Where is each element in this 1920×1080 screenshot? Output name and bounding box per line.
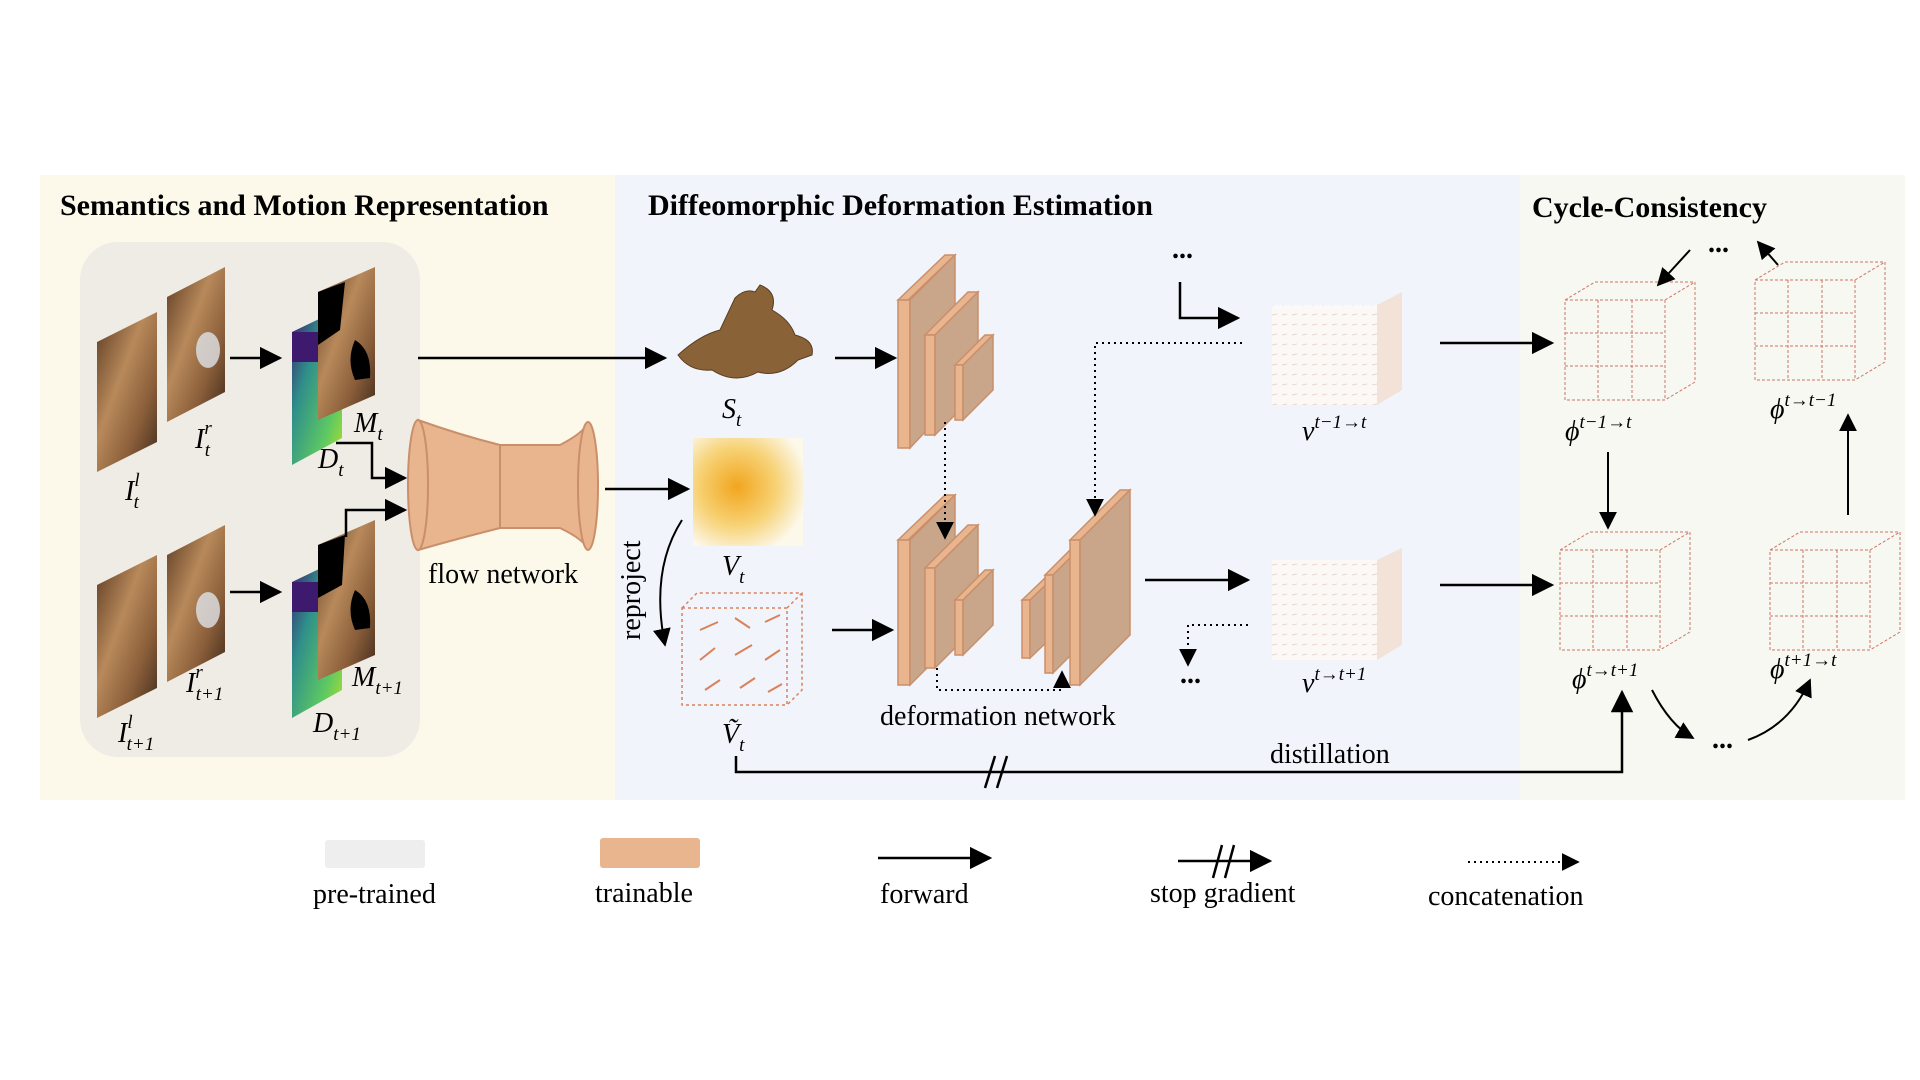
velocity-field-next <box>1272 548 1402 660</box>
deformation-grid-next <box>1559 531 1691 651</box>
distillation-arrow <box>734 689 1634 774</box>
stereo-pair-t1 <box>97 525 225 718</box>
deformation-grid-prev <box>1564 281 1696 401</box>
flow-network-label: flow network <box>428 559 578 590</box>
reproject-label: reproject <box>616 540 647 640</box>
concat-prev-velocity-link <box>1086 342 1242 517</box>
cycle-title: Cycle-Consistency <box>1532 191 1767 224</box>
flow-field-vt <box>693 438 803 546</box>
deformation-network-label: deformation network <box>880 701 1116 732</box>
label-st: St <box>722 394 742 431</box>
legend-pretrained-label: pre-trained <box>313 879 436 910</box>
arrow-cycle-top-left <box>1656 249 1691 287</box>
ellipsis-cycle-top: ... <box>1708 228 1729 259</box>
label-vt: Vt <box>722 551 745 588</box>
right-image-t <box>167 267 225 422</box>
arrow-depth-t1-to-flow <box>344 498 408 537</box>
ellipsis-bottom: ... <box>1180 659 1201 690</box>
distillation-label: distillation <box>1270 739 1390 770</box>
label-velocity-next: vt→t+1 <box>1302 664 1366 699</box>
arrow-cycle-bottom-left <box>1651 689 1695 739</box>
legend-trainable-swatch <box>600 838 700 868</box>
label-phi-back-next: ϕt+1→t <box>1770 650 1837 685</box>
velocity-field-prev <box>1272 292 1402 405</box>
legend-trainable-label: trainable <box>595 878 693 909</box>
depth-mask-t1 <box>292 520 375 718</box>
label-phi-prev: ϕt−1→t <box>1565 412 1632 447</box>
ellipsis-cycle-bottom: ... <box>1712 724 1733 755</box>
arrow-cycle-bottom-right <box>1747 678 1812 741</box>
semantic-tissue-st <box>677 284 813 379</box>
semantics-title: Semantics and Motion Representation <box>60 189 549 222</box>
label-vtilde: Ṽt <box>722 719 745 756</box>
semantic-encoder <box>896 253 995 450</box>
deformation-grid-back-next <box>1769 531 1901 651</box>
arrow-from-previous-step <box>1178 282 1241 330</box>
left-image-t1 <box>97 555 157 718</box>
legend: pre-trained trainable forward stop gradi… <box>313 838 1583 912</box>
reprojected-flow-cube <box>681 592 803 706</box>
concat-next-velocity-link <box>1179 624 1248 667</box>
arrow-reproject <box>653 519 683 647</box>
arrow-cycle-top-right <box>1756 240 1779 266</box>
legend-pretrained-swatch <box>325 840 425 868</box>
deformation-decoder <box>1020 488 1132 687</box>
right-image-t1 <box>167 525 225 682</box>
deformation-title: Diffeomorphic Deformation Estimation <box>648 189 1153 222</box>
label-phi-back-prev: ϕt→t−1 <box>1770 390 1836 425</box>
label-mask-t: Mt <box>353 408 383 445</box>
label-mask-t1: Mt+1 <box>351 662 403 699</box>
deformation-grid-back-prev <box>1754 261 1886 381</box>
label-depth-t1: Dt+1 <box>312 708 361 745</box>
label-depth-t: Dt <box>317 444 344 481</box>
left-image-t <box>97 312 157 472</box>
legend-forward-label: forward <box>880 879 969 910</box>
depth-mask-t <box>292 267 375 465</box>
stereo-pair-t <box>97 267 225 472</box>
flow-network-block <box>407 418 599 552</box>
concat-skip-link <box>936 668 1071 691</box>
arrow-depth-t-to-flow <box>336 441 408 490</box>
legend-stopgrad-label: stop gradient <box>1150 878 1296 909</box>
legend-concat-label: concatenation <box>1428 881 1583 912</box>
label-velocity-prev: vt−1→t <box>1302 412 1367 447</box>
vector-arrows <box>699 614 783 693</box>
motion-encoder <box>896 493 995 687</box>
ellipsis-top: ... <box>1172 234 1193 265</box>
stop-gradient-mark <box>983 755 1009 789</box>
label-phi-next: ϕt→t+1 <box>1572 660 1638 695</box>
cycle-section-bg <box>1520 175 1905 800</box>
